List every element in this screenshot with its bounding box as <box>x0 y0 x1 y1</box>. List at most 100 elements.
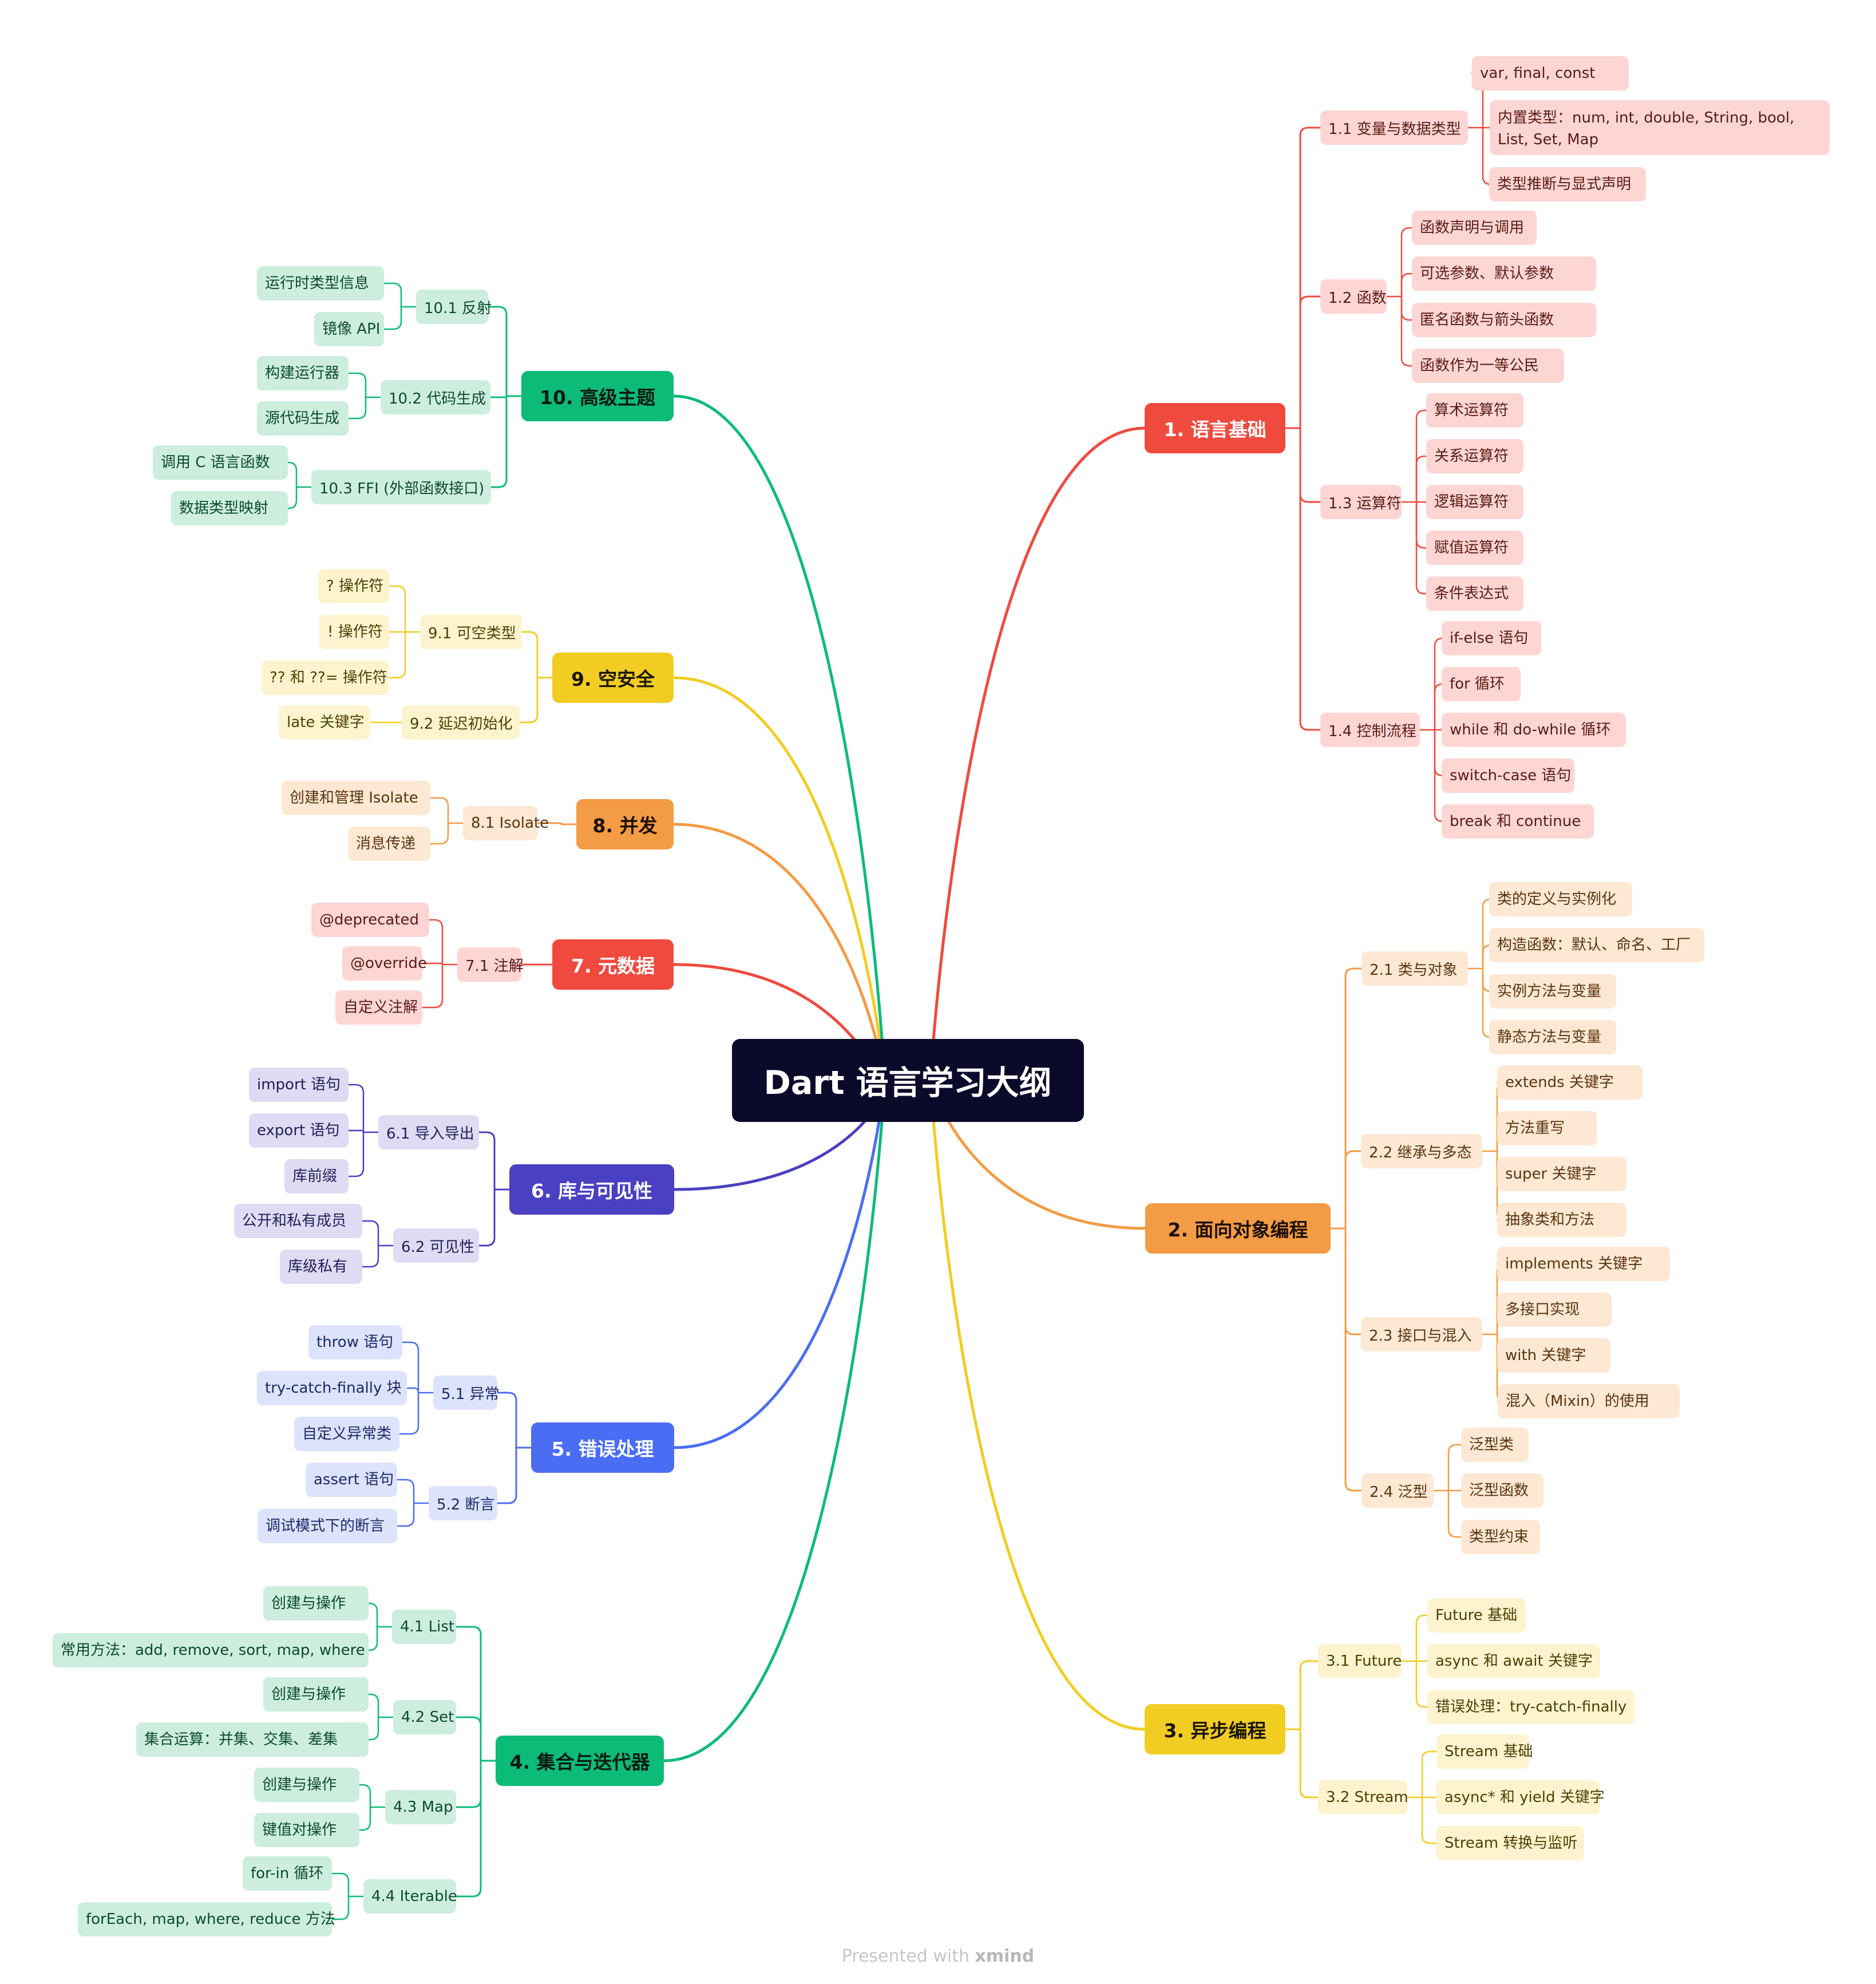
leaf-4-2-1[interactable]: 创建与操作 <box>263 1677 369 1712</box>
leaf-8-1-2[interactable]: 消息传递 <box>348 827 430 861</box>
subtopic-9-2[interactable]: 9.2 延迟初始化 <box>402 705 520 740</box>
leaf-2-1-1[interactable]: 类的定义与实例化 <box>1489 882 1632 916</box>
leaf-5-2-1[interactable]: assert 语句 <box>306 1463 397 1497</box>
main-topic-4[interactable]: 4. 集合与迭代器 <box>496 1736 664 1786</box>
root-topic[interactable]: Dart 语言学习大纲 <box>731 1038 1084 1122</box>
subtopic-6-2[interactable]: 6.2 可见性 <box>393 1228 479 1263</box>
leaf-3-1-3[interactable]: 错误处理：try-catch-finally <box>1427 1690 1634 1724</box>
leaf-1-1-2[interactable]: 内置类型：num, int, double, String, bool, Lis… <box>1490 100 1830 155</box>
leaf-5-1-2[interactable]: try-catch-finally 块 <box>257 1371 407 1405</box>
subtopic-5-1[interactable]: 5.1 异常 <box>433 1376 500 1410</box>
leaf-4-1-1[interactable]: 创建与操作 <box>263 1586 369 1621</box>
leaf-8-1-1[interactable]: 创建和管理 Isolate <box>282 781 430 815</box>
subtopic-2-3[interactable]: 2.3 接口与混入 <box>1361 1317 1482 1351</box>
leaf-1-1-3[interactable]: 类型推断与显式声明 <box>1489 167 1646 201</box>
leaf-5-1-3[interactable]: 自定义异常类 <box>294 1417 399 1451</box>
leaf-10-2-2[interactable]: 源代码生成 <box>257 401 349 436</box>
leaf-7-1-2[interactable]: @override <box>342 946 427 981</box>
leaf-6-2-1[interactable]: 公开和私有成员 <box>234 1204 362 1238</box>
leaf-6-2-2[interactable]: 库级私有 <box>280 1250 362 1284</box>
main-topic-10[interactable]: 10. 高级主题 <box>521 371 674 421</box>
leaf-6-1-3[interactable]: 库前缀 <box>284 1159 349 1193</box>
leaf-3-2-3[interactable]: Stream 转换与监听 <box>1436 1826 1584 1860</box>
subtopic-9-1[interactable]: 9.1 可空类型 <box>420 615 522 649</box>
main-topic-2[interactable]: 2. 面向对象编程 <box>1145 1203 1331 1254</box>
leaf-2-3-4[interactable]: 混入（Mixin）的使用 <box>1498 1384 1680 1418</box>
main-topic-9[interactable]: 9. 空安全 <box>552 653 674 703</box>
leaf-6-1-1[interactable]: import 语句 <box>249 1068 349 1102</box>
leaf-5-2-2[interactable]: 调试模式下的断言 <box>258 1509 397 1543</box>
subtopic-3-2[interactable]: 3.2 Stream <box>1318 1780 1408 1815</box>
subtopic-8-1[interactable]: 8.1 Isolate <box>463 806 549 840</box>
leaf-2-2-4[interactable]: 抽象类和方法 <box>1497 1203 1626 1237</box>
leaf-10-1-1[interactable]: 运行时类型信息 <box>257 266 384 301</box>
leaf-2-1-4[interactable]: 静态方法与变量 <box>1489 1020 1616 1054</box>
main-topic-6[interactable]: 6. 库与可见性 <box>509 1164 674 1215</box>
leaf-3-1-2[interactable]: async 和 await 关键字 <box>1427 1644 1600 1678</box>
leaf-2-4-1[interactable]: 泛型类 <box>1461 1428 1529 1462</box>
leaf-2-2-1[interactable]: extends 关键字 <box>1497 1065 1643 1100</box>
leaf-5-1-1[interactable]: throw 语句 <box>308 1325 402 1359</box>
subtopic-1-1[interactable]: 1.1 变量与数据类型 <box>1320 110 1468 145</box>
main-topic-5[interactable]: 5. 错误处理 <box>531 1422 674 1473</box>
leaf-4-1-2[interactable]: 常用方法：add, remove, sort, map, where <box>53 1633 369 1667</box>
main-topic-3[interactable]: 3. 异步编程 <box>1145 1704 1285 1754</box>
subtopic-4-2[interactable]: 4.2 Set <box>393 1700 456 1734</box>
leaf-4-2-2[interactable]: 集合运算：并集、交集、差集 <box>136 1722 369 1757</box>
leaf-1-3-5[interactable]: 条件表达式 <box>1426 576 1523 611</box>
leaf-7-1-1[interactable]: @deprecated <box>311 903 429 937</box>
subtopic-10-2[interactable]: 10.2 代码生成 <box>381 380 490 414</box>
leaf-1-3-2[interactable]: 关系运算符 <box>1426 439 1523 473</box>
leaf-2-2-2[interactable]: 方法重写 <box>1497 1111 1597 1145</box>
leaf-9-2-1[interactable]: late 关键字 <box>279 705 370 740</box>
subtopic-4-3[interactable]: 4.3 Map <box>385 1790 456 1824</box>
leaf-10-1-2[interactable]: 镜像 API <box>314 312 384 346</box>
subtopic-7-1[interactable]: 7.1 注解 <box>457 947 524 982</box>
leaf-4-3-2[interactable]: 键值对操作 <box>254 1813 359 1847</box>
leaf-4-3-1[interactable]: 创建与操作 <box>254 1768 359 1802</box>
subtopic-1-3[interactable]: 1.3 运算符 <box>1320 485 1402 519</box>
subtopic-5-2[interactable]: 5.2 断言 <box>429 1486 497 1520</box>
leaf-2-4-2[interactable]: 泛型函数 <box>1461 1473 1543 1508</box>
subtopic-10-1[interactable]: 10.1 反射 <box>416 290 492 324</box>
leaf-3-2-2[interactable]: async* 和 yield 关键字 <box>1436 1780 1605 1815</box>
leaf-4-4-2[interactable]: forEach, map, where, reduce 方法 <box>78 1902 335 1936</box>
leaf-10-2-1[interactable]: 构建运行器 <box>257 356 349 390</box>
leaf-1-2-3[interactable]: 匿名函数与箭头函数 <box>1412 303 1596 337</box>
subtopic-4-4[interactable]: 4.4 Iterable <box>363 1879 457 1914</box>
leaf-1-4-2[interactable]: for 循环 <box>1442 667 1521 701</box>
leaf-2-4-3[interactable]: 类型约束 <box>1461 1520 1540 1554</box>
leaf-1-4-5[interactable]: break 和 continue <box>1442 804 1594 839</box>
subtopic-4-1[interactable]: 4.1 List <box>392 1610 456 1644</box>
leaf-7-1-3[interactable]: 自定义注解 <box>335 990 422 1025</box>
subtopic-1-4[interactable]: 1.4 控制流程 <box>1320 713 1420 747</box>
leaf-9-1-2[interactable]: ! 操作符 <box>319 615 389 649</box>
leaf-1-2-1[interactable]: 函数声明与调用 <box>1412 211 1537 245</box>
subtopic-2-1[interactable]: 2.1 类与对象 <box>1362 951 1468 986</box>
leaf-10-3-1[interactable]: 调用 C 语言函数 <box>153 445 288 480</box>
leaf-4-4-1[interactable]: for-in 循环 <box>243 1856 332 1891</box>
leaf-2-1-2[interactable]: 构造函数：默认、命名、工厂 <box>1489 928 1704 962</box>
main-topic-1[interactable]: 1. 语言基础 <box>1145 403 1285 453</box>
leaf-2-3-1[interactable]: implements 关键字 <box>1497 1247 1670 1281</box>
leaf-2-1-3[interactable]: 实例方法与变量 <box>1489 974 1616 1009</box>
leaf-2-3-3[interactable]: with 关键字 <box>1497 1338 1610 1373</box>
leaf-3-1-1[interactable]: Future 基础 <box>1427 1598 1526 1633</box>
leaf-1-2-4[interactable]: 函数作为一等公民 <box>1412 349 1564 383</box>
leaf-1-3-4[interactable]: 赋值运算符 <box>1426 531 1523 565</box>
subtopic-2-4[interactable]: 2.4 泛型 <box>1362 1473 1434 1508</box>
subtopic-1-2[interactable]: 1.2 函数 <box>1320 279 1387 314</box>
leaf-2-2-3[interactable]: super 关键字 <box>1497 1157 1626 1191</box>
leaf-1-3-3[interactable]: 逻辑运算符 <box>1426 485 1523 519</box>
leaf-9-1-3[interactable]: ?? 和 ??= 操作符 <box>262 661 389 695</box>
leaf-6-1-2[interactable]: export 语句 <box>249 1113 349 1148</box>
leaf-1-4-3[interactable]: while 和 do-while 循环 <box>1442 713 1626 747</box>
leaf-1-2-2[interactable]: 可选参数、默认参数 <box>1412 256 1596 291</box>
subtopic-2-2[interactable]: 2.2 继承与多态 <box>1361 1134 1482 1168</box>
leaf-1-3-1[interactable]: 算术运算符 <box>1426 393 1523 428</box>
subtopic-3-1[interactable]: 3.1 Future <box>1318 1644 1402 1678</box>
leaf-3-2-1[interactable]: Stream 基础 <box>1436 1734 1533 1769</box>
leaf-1-4-1[interactable]: if-else 语句 <box>1442 621 1541 655</box>
subtopic-10-3[interactable]: 10.3 FFI (外部函数接口) <box>311 470 491 504</box>
leaf-1-1-1[interactable]: var, final, const <box>1472 56 1629 90</box>
